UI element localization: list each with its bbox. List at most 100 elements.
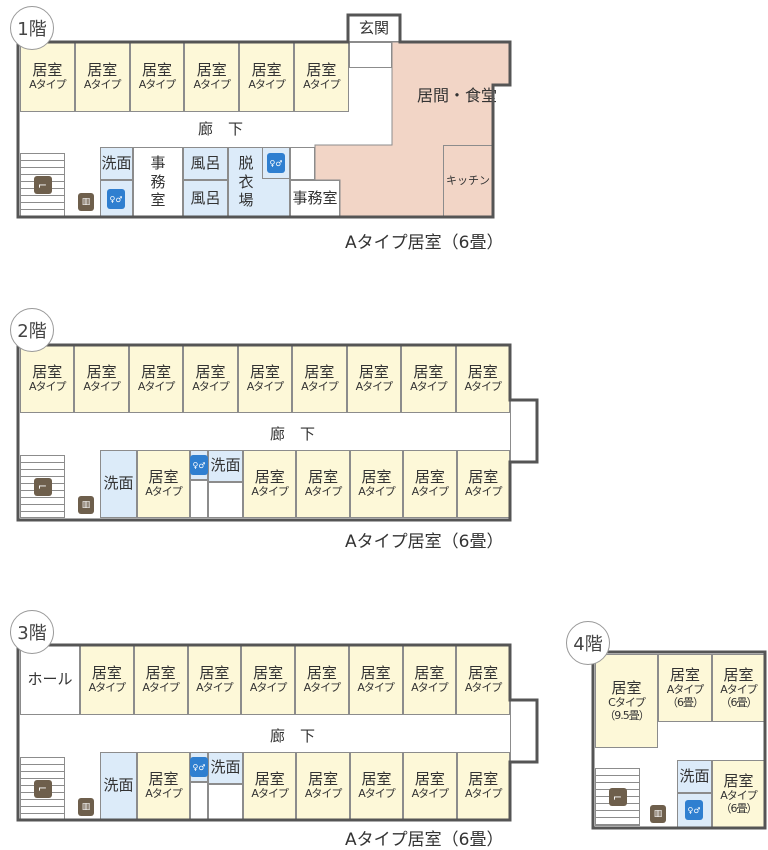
toilet-icon: ♀♂: [107, 189, 125, 209]
room-8: 洗面: [100, 147, 133, 180]
room-11: 風呂: [183, 180, 228, 217]
room-11: 洗面: [208, 450, 243, 482]
room-type-caption: Aタイプ居室（6畳）: [345, 233, 504, 253]
room-detail: Aタイプ: [411, 681, 449, 695]
room-name: 居室: [669, 665, 700, 684]
room-detail: Aタイプ: [355, 380, 394, 394]
room-name: 風呂: [190, 153, 221, 172]
corridor-label: 廊 下: [270, 425, 316, 443]
room-name: 居室: [254, 468, 285, 487]
room-name: 居室: [253, 664, 284, 683]
room-name: 居室: [32, 363, 63, 382]
room-type-caption: Aタイプ居室（6畳）: [345, 532, 504, 552]
space: [349, 42, 392, 68]
room-detail: Aタイプ: [357, 681, 395, 695]
room-name: 洗面: [210, 758, 241, 777]
floor-label: 4階: [566, 621, 610, 665]
room-name: 居室: [360, 664, 391, 683]
elevator-icon: ▥: [78, 496, 94, 514]
room-name: 居室: [308, 468, 339, 487]
room-name: 居室: [249, 363, 280, 382]
room-name: 居室: [308, 770, 339, 789]
space: [510, 400, 537, 462]
room-name: キッチン: [446, 173, 490, 187]
room-detail: Aタイプ: [251, 485, 289, 499]
room-name: 居室: [468, 468, 499, 487]
room-detail: Aタイプ: [193, 78, 232, 92]
room-detail: Aタイプ: [358, 485, 396, 499]
room-detail: Aタイプ: [304, 787, 343, 801]
room-9: 洗面: [100, 450, 137, 518]
room-detail: Aタイプ: [145, 787, 183, 801]
room-name: 居室: [414, 770, 445, 789]
room-name: 居室: [254, 770, 285, 789]
room-name: 居室: [467, 363, 498, 382]
room-detail: Aタイプ: [464, 380, 503, 394]
room-detail: Aタイプ: [666, 682, 705, 696]
room-detail: Aタイプ: [137, 380, 176, 394]
toilet-icon: ♀♂: [190, 455, 208, 475]
room-detail: Aタイプ: [246, 380, 285, 394]
room-name: 居室: [141, 61, 172, 80]
room-detail: Aタイプ: [248, 78, 286, 92]
room-detail: Aタイプ: [83, 380, 121, 394]
room-name: 玄関: [358, 18, 389, 37]
corridor-label: 廊 下: [270, 727, 316, 745]
room-name: 居室: [414, 664, 445, 683]
room-detail: 衣: [238, 172, 254, 191]
room-name: 居室: [148, 770, 179, 789]
room-detail: Aタイプ: [410, 380, 448, 394]
room-name: 洗面: [103, 474, 134, 493]
floor-label: 2階: [10, 308, 54, 352]
corridor-label: 廊 下: [198, 120, 244, 138]
space: [190, 480, 208, 518]
space: [208, 784, 243, 820]
room-name: 事: [150, 153, 166, 172]
room-6: 玄関: [348, 15, 400, 42]
room-detail: Cタイプ: [608, 695, 646, 709]
room-detail: Aタイプ: [138, 78, 177, 92]
room-detail: 務: [150, 172, 166, 191]
toilet-icon: ♀♂: [267, 153, 285, 173]
room-9: 事務室: [133, 147, 183, 217]
room-type-caption: Aタイプ居室（6畳）: [345, 830, 504, 850]
room-detail: Aタイプ: [465, 485, 503, 499]
room-name: 居室: [413, 363, 444, 382]
room-name: 洗面: [101, 153, 132, 172]
room-detail: Aタイプ: [88, 681, 127, 695]
room-13: 事務室: [290, 180, 340, 217]
room-detail: Aタイプ: [720, 788, 758, 802]
room-name: 居室: [361, 770, 392, 789]
room-detail: Aタイプ: [145, 485, 183, 499]
room-detail: Aタイプ: [411, 787, 450, 801]
room-name: 居室: [196, 61, 227, 80]
room-detail: Aタイプ: [301, 380, 339, 394]
room-detail: Aタイプ: [304, 485, 343, 499]
room-10: 風呂: [183, 147, 228, 180]
room-name: 風呂: [190, 188, 221, 207]
